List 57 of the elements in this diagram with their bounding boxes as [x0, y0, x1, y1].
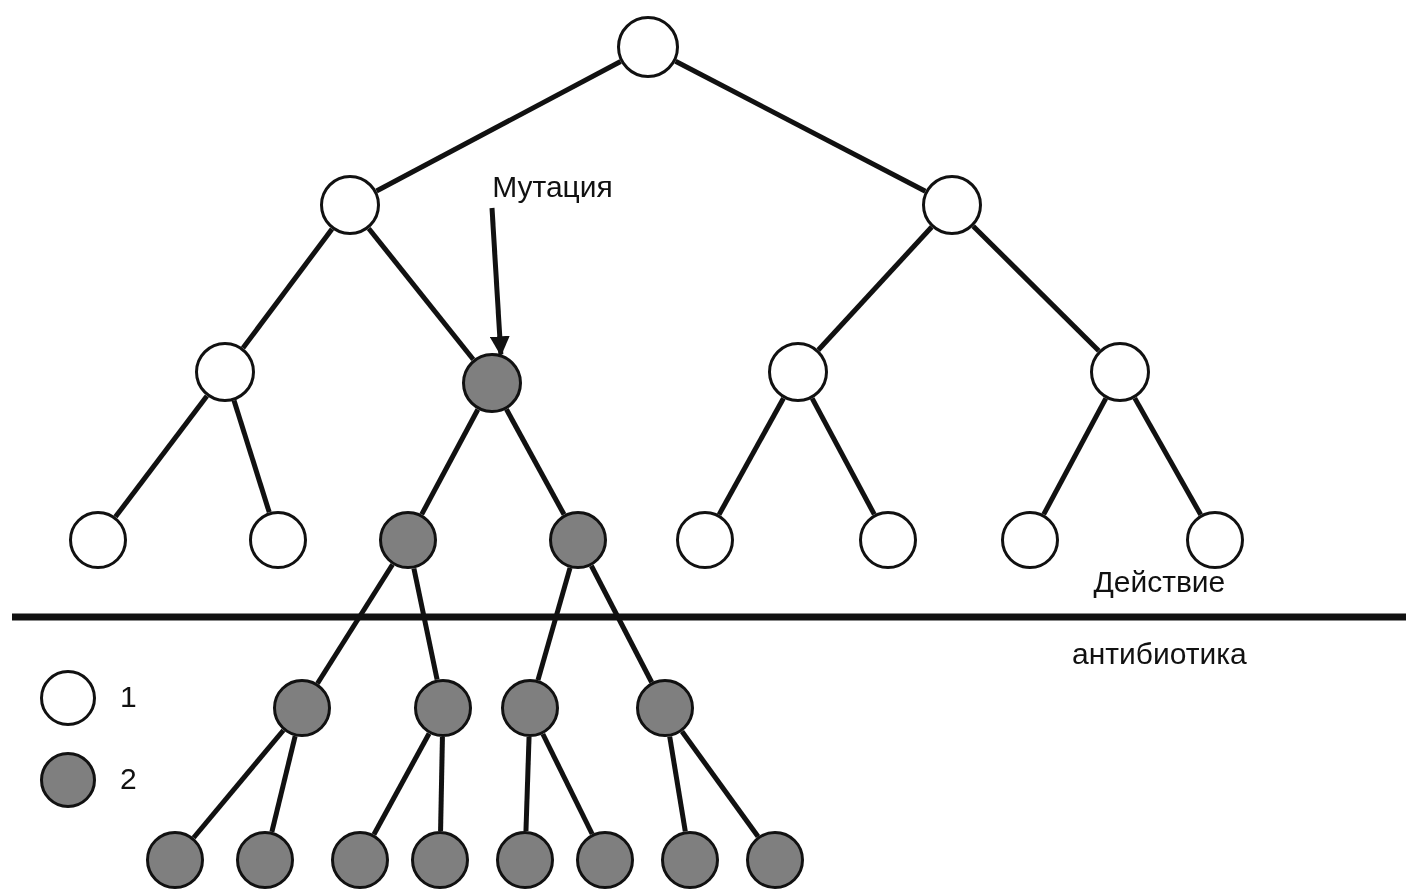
circle-node: [273, 679, 331, 737]
connector-line: [535, 567, 573, 681]
circle-node: [195, 342, 255, 402]
legend-label: 2: [120, 762, 137, 796]
circle-node: [676, 511, 734, 569]
annotation-text: Мутация: [470, 166, 635, 208]
connector-line: [419, 408, 481, 516]
connector-line: [231, 399, 272, 514]
connector-line: [1132, 396, 1203, 516]
connector-line: [1041, 397, 1109, 516]
circle-node: [236, 831, 294, 889]
circle-node: [661, 831, 719, 889]
connector-line: [809, 397, 877, 516]
circle-node: [496, 831, 554, 889]
circle-node: [379, 511, 437, 569]
connector-line: [411, 567, 440, 681]
circle-node: [576, 831, 634, 889]
circle-node: [462, 353, 522, 413]
circle-node: [859, 511, 917, 569]
circle-node: [1090, 342, 1150, 402]
circle-node: [768, 342, 828, 402]
circle-node: [636, 679, 694, 737]
circle-node: [320, 175, 380, 235]
circle-node: [1186, 511, 1244, 569]
circle-node: [411, 831, 469, 889]
connector-line: [315, 563, 395, 685]
connector-line: [674, 59, 927, 194]
connector-line: [375, 59, 622, 194]
connector-line: [816, 225, 934, 352]
connector-line: [371, 732, 432, 836]
circle-node: [1001, 511, 1059, 569]
legend-label: 1: [120, 680, 137, 714]
circle-node: [746, 831, 804, 889]
connector-line: [589, 564, 654, 684]
circle-node: [146, 831, 204, 889]
connector-line: [540, 732, 595, 836]
circle-node: [549, 511, 607, 569]
connector-line: [504, 408, 567, 516]
connector-line: [438, 736, 445, 832]
connector-line: [113, 394, 209, 519]
arrow: [489, 207, 510, 357]
annotation-text: Действие антибиотика: [1072, 564, 1247, 672]
connector-line: [269, 735, 298, 833]
circle-node: [414, 679, 472, 737]
connector-line: [523, 736, 532, 832]
circle-node: [922, 175, 982, 235]
connector-line: [240, 227, 335, 350]
circle-node: [331, 831, 389, 889]
connector-line: [971, 224, 1101, 353]
circle-node: [501, 679, 559, 737]
connector-line: [716, 397, 786, 516]
circle-node: [69, 511, 127, 569]
circle-node: [249, 511, 307, 569]
connector-line: [191, 728, 286, 840]
connector-line: [679, 730, 761, 838]
connector-line: [366, 226, 476, 362]
connector-line: [667, 736, 688, 832]
